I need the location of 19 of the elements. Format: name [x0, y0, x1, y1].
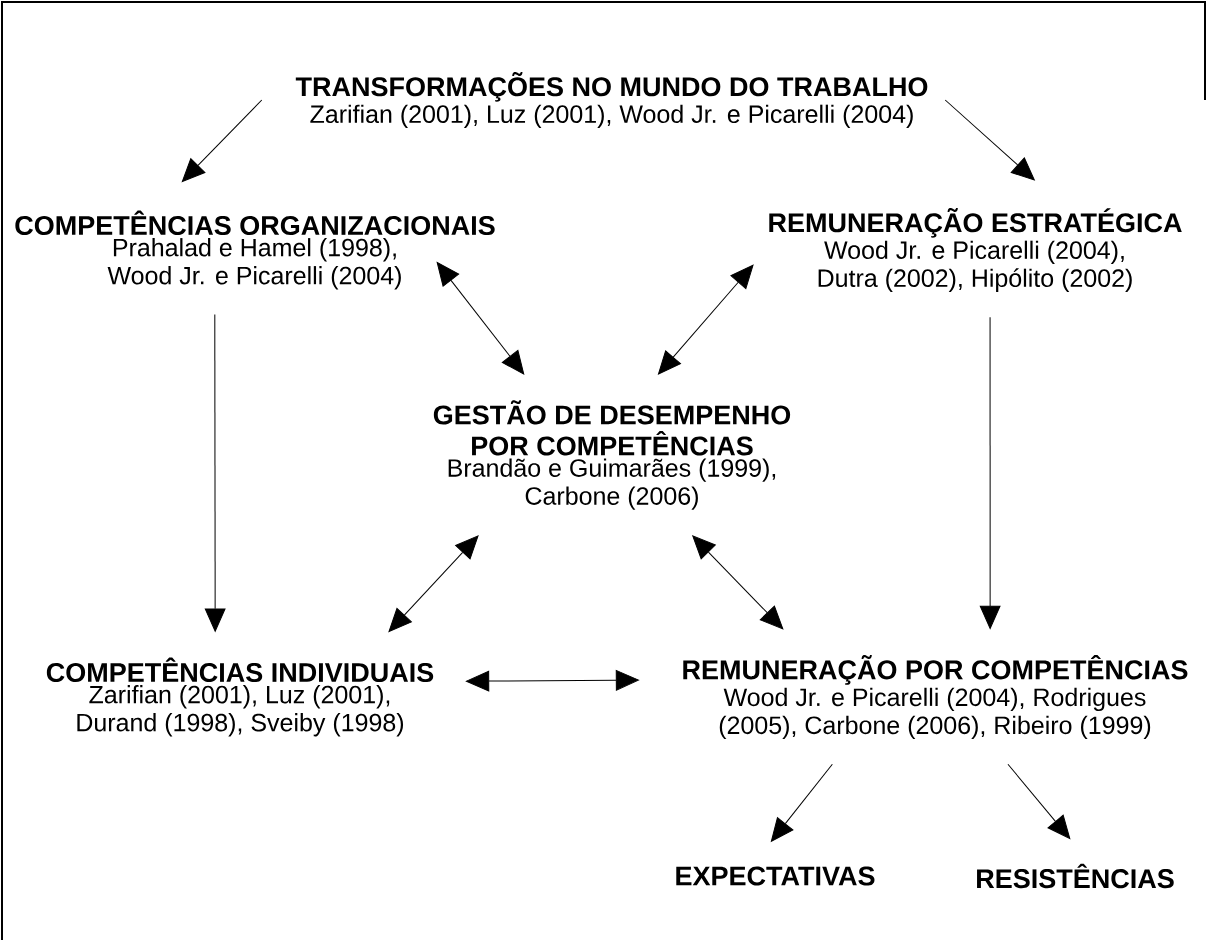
arrow [204, 314, 226, 632]
arrow [944, 99, 1035, 181]
arrow [181, 99, 263, 183]
arrow [657, 264, 754, 375]
arrow [770, 763, 833, 842]
arrow [979, 316, 1001, 629]
text-label: TRANSFORMAÇÕES NO MUNDO DO TRABALHO Zarifian (2001), Luz (2001), Wood Jr. e Picarelli (2004) [295, 72, 928, 128]
text-label: REMUNERAÇÃO POR COMPETÊNCIAS Wood Jr. e Picarelli (2004), Rodrigues (2005), Carbone (2006), Ribeiro (1999) [683, 654, 1188, 740]
text-label: COMPETÊNCIAS INDIVIDUAIS Zarifian (2001), Luz (2001), Durand (1998), Sveiby (1998) [46, 657, 434, 737]
text-label: REMUNERAÇÃO ESTRATÉGICA Wood Jr. e Picarelli (2004), Dutra (2002), Hipólito (2002) [769, 208, 1182, 292]
text-label: COMPETÊNCIAS ORGANIZACIONAIS Prahalad e Hamel (1998), Wood Jr. e Picarelli (2004) [15, 210, 495, 290]
arrow [1007, 763, 1071, 840]
text-label: RESISTÊNCIAS [977, 863, 1174, 889]
text-label: GESTÃO DE DESEMPENHO POR COMPETÊNCIAS Brandão e Guimarães (1999), Carbone (2006) [433, 400, 791, 510]
arrow [692, 535, 784, 630]
arrow [465, 669, 640, 692]
text-label: EXPECTATIVAS [676, 866, 875, 886]
arrow [388, 535, 479, 632]
arrow [436, 262, 525, 375]
